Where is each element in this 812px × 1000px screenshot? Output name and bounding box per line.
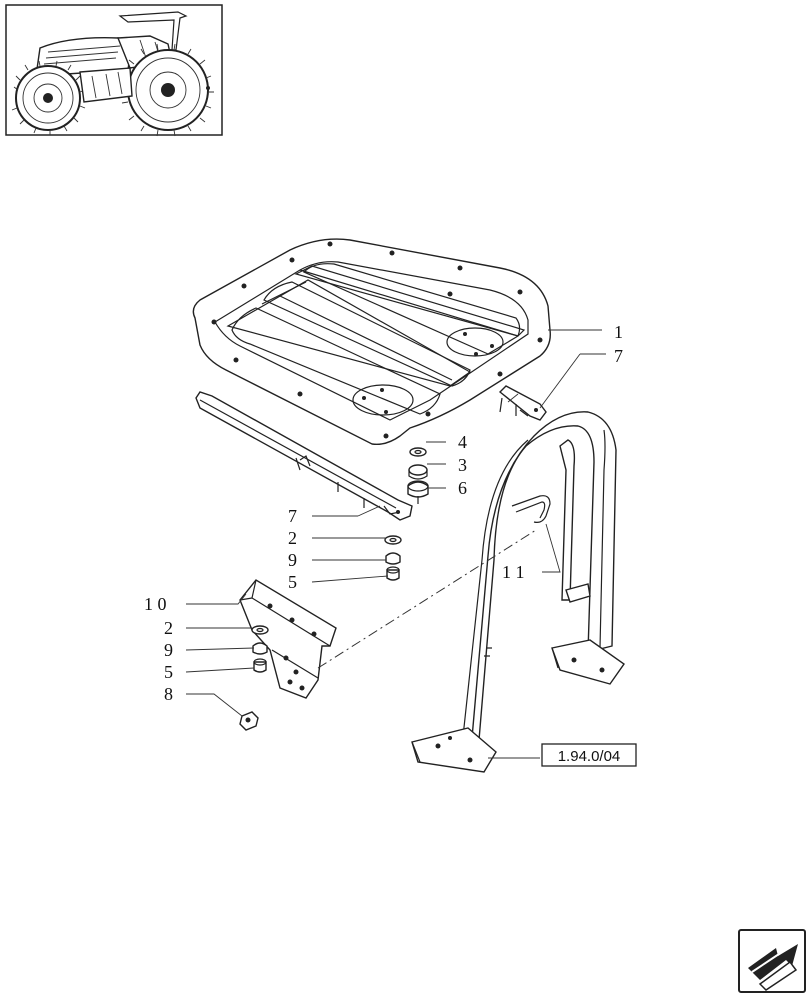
tractor-thumbnail-icon bbox=[5, 4, 223, 137]
hardware-stack-rail bbox=[384, 535, 402, 581]
callout-3: 3 bbox=[458, 455, 467, 475]
callout-11: 1 1 bbox=[502, 562, 525, 582]
next-page-arrow-icon[interactable] bbox=[738, 929, 806, 993]
roof-panel bbox=[192, 238, 551, 446]
callout-5-bracket: 5 bbox=[164, 662, 173, 682]
callout-9-rail: 9 bbox=[288, 550, 297, 570]
reference-label: 1.94.0/04 bbox=[558, 748, 621, 765]
leader-lines bbox=[185, 329, 606, 759]
reference-box[interactable]: 1.94.0/04 bbox=[541, 743, 637, 767]
callout-10: 1 0 bbox=[144, 594, 167, 614]
callout-4: 4 bbox=[458, 432, 467, 452]
mounting-bracket bbox=[239, 579, 337, 699]
callout-9-bracket: 9 bbox=[164, 640, 173, 660]
callout-8: 8 bbox=[164, 684, 173, 704]
right-support-rail bbox=[498, 385, 547, 421]
nut bbox=[239, 711, 259, 731]
callout-5-rail: 5 bbox=[288, 572, 297, 592]
callout-2-rail: 2 bbox=[288, 528, 297, 548]
rail-guide-line bbox=[507, 393, 519, 403]
left-support-rail bbox=[195, 391, 413, 521]
callout-7-right-rail: 7 bbox=[614, 346, 623, 366]
callout-1: 1 bbox=[614, 322, 623, 342]
hardware-stack-roof bbox=[407, 447, 429, 504]
callout-6: 6 bbox=[458, 478, 467, 498]
hardware-stack-bracket bbox=[251, 625, 269, 673]
u-bolt bbox=[511, 495, 551, 523]
callout-7-left-rail: 7 bbox=[288, 506, 297, 526]
rollbar-frame bbox=[411, 411, 625, 773]
callout-2-bracket: 2 bbox=[164, 618, 173, 638]
alignment-line bbox=[317, 529, 537, 669]
